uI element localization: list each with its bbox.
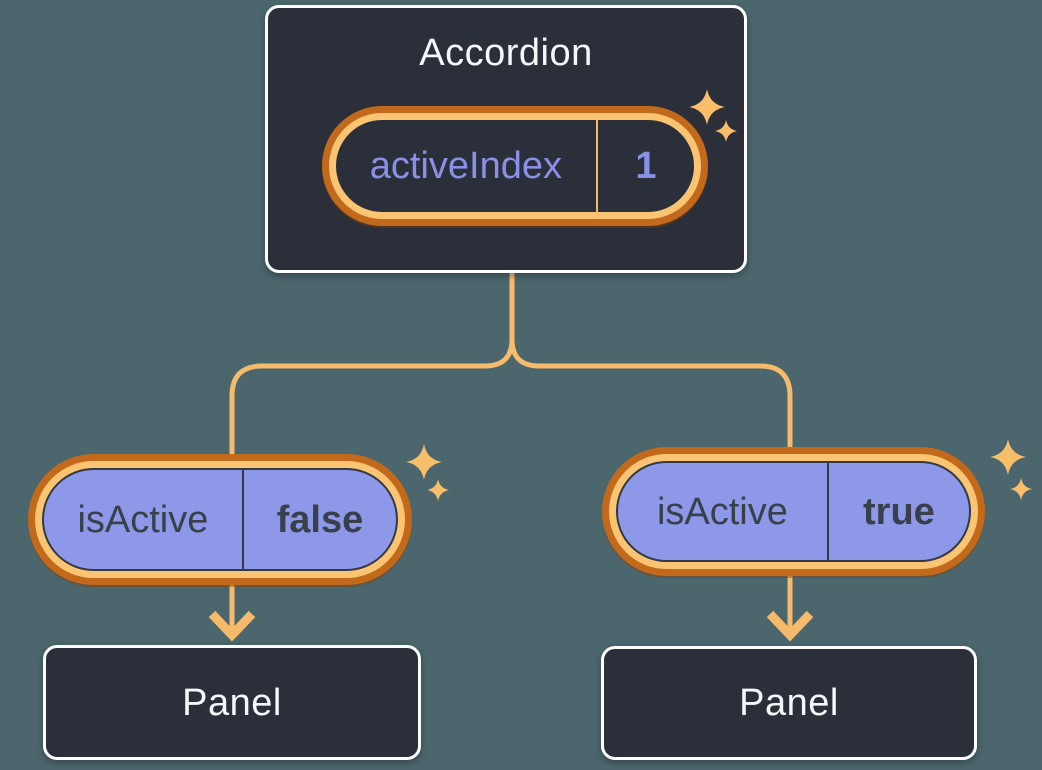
- arrow-down-icon-right: [766, 610, 814, 642]
- prop-pill-isactive-left: isActive false: [28, 454, 412, 585]
- panel-box-right: Panel: [601, 646, 977, 760]
- prop-pill-body-right: isActive true: [616, 461, 971, 562]
- sparkle-icon: [990, 439, 1026, 475]
- prop-pill-body-left: isActive false: [42, 468, 398, 571]
- prop-pill-label-left: isActive: [77, 498, 209, 541]
- state-pill-value: 1: [635, 145, 657, 187]
- panel-title-left: Panel: [182, 681, 282, 724]
- sparkle-icon: [406, 444, 442, 480]
- panel-title-right: Panel: [739, 682, 839, 724]
- accordion-title: Accordion: [419, 32, 593, 74]
- tree-connector-right: [509, 336, 793, 453]
- state-pill-body: activeIndex 1: [336, 120, 694, 212]
- prop-pill-label-right: isActive: [656, 490, 788, 533]
- state-pill-label: activeIndex: [369, 145, 562, 187]
- sparkle-icon: [1010, 478, 1033, 501]
- state-pill-divider: [595, 120, 598, 212]
- panel-box-left: Panel: [43, 645, 421, 760]
- prop-pill-value-right: true: [863, 490, 935, 533]
- sparkle-icon: [427, 479, 450, 502]
- state-pill-activeindex: activeIndex 1: [322, 106, 708, 226]
- prop-pill-divider-left: [241, 470, 244, 569]
- arrow-down-icon-left: [208, 610, 256, 642]
- tree-connector-left: [229, 269, 515, 459]
- prop-pill-isactive-right: isActive true: [602, 447, 985, 576]
- prop-pill-value-left: false: [276, 498, 364, 541]
- prop-pill-divider-right: [826, 463, 829, 560]
